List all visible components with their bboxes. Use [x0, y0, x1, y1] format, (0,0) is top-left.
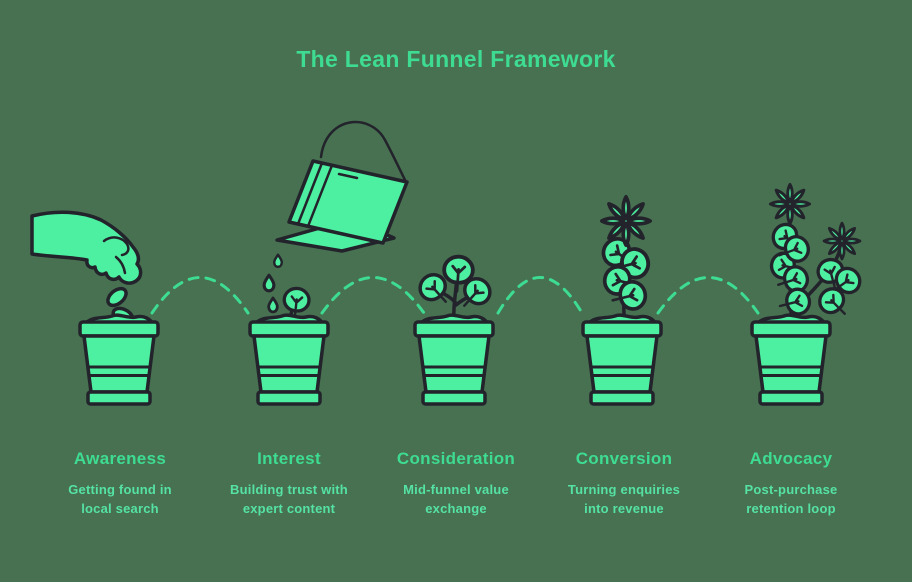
arc-conversion-advocacy — [656, 276, 760, 315]
can-shine — [337, 172, 359, 180]
thumb-line — [102, 236, 130, 257]
stage-name: Conversion — [575, 449, 673, 468]
funnel-illustration — [30, 120, 867, 406]
pot-icon — [750, 313, 832, 406]
funnel-connector-arcs — [150, 276, 760, 315]
stage-name: Interest — [257, 449, 321, 468]
pot-icon — [581, 313, 663, 406]
flower-icon — [768, 182, 812, 226]
hand-planting-seed-icon — [30, 210, 160, 406]
hand-icon — [30, 210, 143, 285]
stage-description: Building trust with expert content — [230, 482, 348, 516]
leaf-icon — [775, 285, 814, 320]
can-body — [287, 159, 409, 245]
watering-can-icon — [262, 120, 409, 314]
stage-description: Post-purchase retention loop — [744, 482, 838, 516]
pot-icon — [248, 313, 330, 406]
watering-can-sprout-icon — [248, 120, 409, 406]
flower-icon — [600, 195, 652, 247]
stage-label-advocacy: Advocacy Post-purchase retention loop — [696, 449, 886, 519]
young-plant-icon — [413, 253, 497, 406]
flowering-plant-icon — [581, 195, 663, 406]
stage-name: Advocacy — [749, 449, 833, 468]
stage-name: Consideration — [396, 449, 516, 468]
stage-description: Mid-funnel value exchange — [403, 482, 509, 516]
page-title: The Lean Funnel Framework — [296, 46, 616, 72]
can-bands — [296, 161, 334, 228]
pot-icon — [78, 313, 160, 406]
blooming-plants-icon — [750, 182, 867, 406]
stage-label-consideration: Consideration Mid-funnel value exchange — [361, 449, 551, 519]
arc-interest-consideration — [320, 276, 426, 315]
stage-name: Awareness — [73, 449, 167, 468]
finger-line — [114, 255, 127, 275]
water-drop-icon — [262, 273, 276, 293]
arc-awareness-interest — [150, 276, 250, 315]
stage-description: Turning enquiries into revenue — [567, 482, 681, 516]
water-drop-icon — [272, 253, 284, 269]
stage-label-awareness: Awareness Getting found in local search — [25, 449, 215, 519]
stage-description: Getting found in local search — [68, 482, 172, 516]
falling-seed-icon — [103, 283, 131, 311]
stage-label-interest: Interest Building trust with expert cont… — [194, 449, 384, 519]
can-handle — [319, 120, 408, 184]
flower-icon — [822, 221, 862, 261]
arc-consideration-conversion — [496, 276, 584, 315]
pot-icon — [413, 313, 495, 406]
stage-label-conversion: Conversion Turning enquiries into revenu… — [529, 449, 719, 519]
water-drop-icon — [267, 296, 279, 314]
